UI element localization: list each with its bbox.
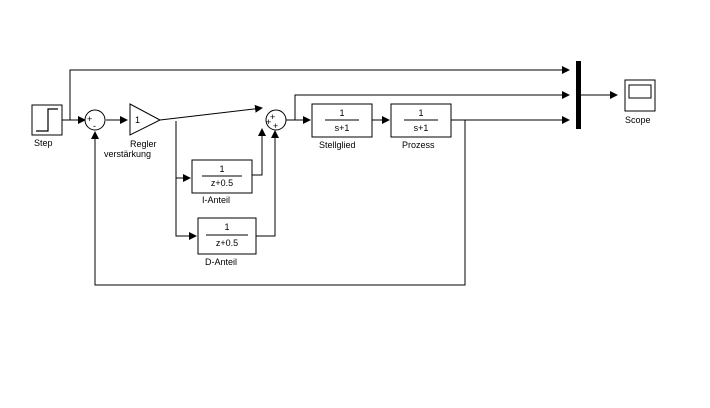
- line-feedback[interactable]: [91, 120, 466, 286]
- gain-label-line2: verstärkung: [104, 149, 151, 159]
- prozess-block[interactable]: 1 s+1 Prozess: [390, 103, 452, 150]
- i-anteil-label: I-Anteil: [202, 195, 230, 205]
- sum1-block[interactable]: + -: [84, 109, 106, 131]
- line-gain-to-i-anteil[interactable]: [175, 121, 191, 182]
- i-anteil-numerator: 1: [219, 164, 224, 174]
- d-anteil-block[interactable]: 1 z+0.5 D-Anteil: [197, 217, 257, 267]
- line-i-anteil-to-sum2[interactable]: [252, 128, 266, 176]
- sum2-sign-top: +: [270, 112, 275, 122]
- sum1-sign-top: +: [87, 114, 92, 124]
- stellglied-label: Stellglied: [319, 140, 356, 150]
- line-gain-to-sum2[interactable]: [159, 104, 263, 121]
- line-sum2-to-mux[interactable]: [294, 91, 570, 120]
- stellglied-block[interactable]: 1 s+1 Stellglied: [311, 103, 373, 150]
- step-label: Step: [34, 138, 53, 148]
- sum2-sign-bottom: +: [273, 121, 278, 131]
- line-step-to-mux[interactable]: [69, 66, 570, 120]
- step-block[interactable]: Step: [31, 104, 63, 148]
- d-anteil-denominator: z+0.5: [216, 238, 238, 248]
- i-anteil-block[interactable]: 1 z+0.5 I-Anteil: [191, 159, 253, 205]
- stellglied-denominator: s+1: [335, 123, 350, 133]
- scope-block[interactable]: Scope: [624, 79, 656, 125]
- prozess-numerator: 1: [418, 108, 423, 118]
- gain-value: 1: [135, 115, 140, 125]
- line-gain-to-d-anteil[interactable]: [175, 178, 197, 240]
- sum1-sign-bottom: -: [93, 121, 96, 131]
- gain-label-line1: Regler: [130, 139, 157, 149]
- signal-lines: [62, 66, 618, 286]
- i-anteil-denominator: z+0.5: [211, 178, 233, 188]
- gain-block[interactable]: 1 Regler verstärkung: [104, 103, 162, 159]
- sum2-block[interactable]: + + +: [265, 109, 287, 131]
- prozess-denominator: s+1: [414, 123, 429, 133]
- line-d-anteil-to-sum2[interactable]: [256, 130, 279, 237]
- scope-label: Scope: [625, 115, 651, 125]
- d-anteil-numerator: 1: [224, 222, 229, 232]
- prozess-label: Prozess: [402, 140, 435, 150]
- mux-block[interactable]: [576, 61, 581, 129]
- stellglied-numerator: 1: [339, 108, 344, 118]
- d-anteil-label: D-Anteil: [205, 257, 237, 267]
- sum2-sign-left: +: [266, 117, 271, 127]
